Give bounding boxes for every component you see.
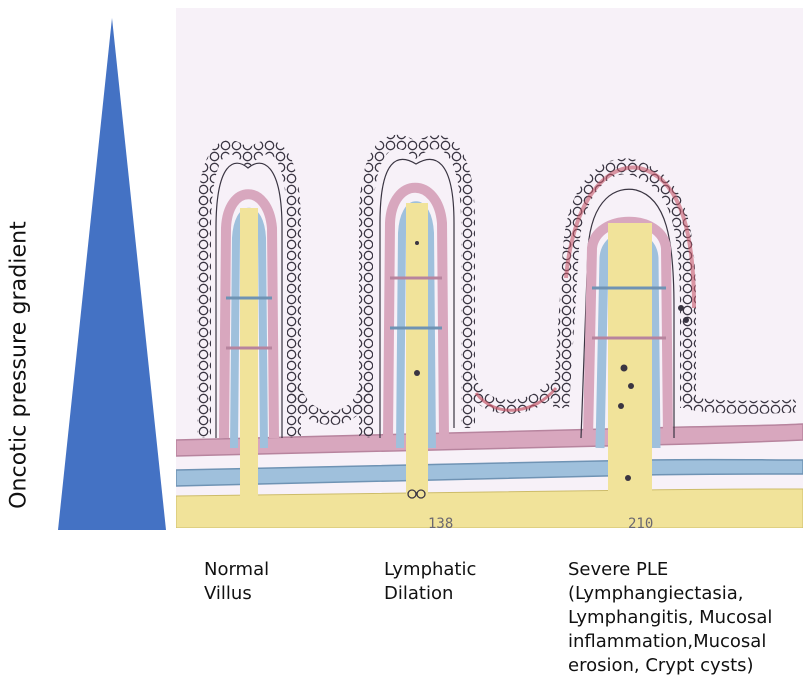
caption-severe-ple: Severe PLE (Lymphangiectasia, Lymphangit…	[568, 558, 772, 678]
oncotic-gradient-triangle	[58, 18, 166, 530]
gradient-triangle-shape	[58, 18, 166, 530]
caption-line: erosion, Crypt cysts)	[568, 654, 772, 678]
caption-line: (Lymphangiectasia,	[568, 582, 772, 606]
caption-normal-villus: Normal Villus	[204, 558, 269, 606]
lacteal-base-band	[176, 489, 803, 528]
villus-normal-lacteal	[240, 208, 258, 508]
gradient-axis-label: Oncotic pressure gradient	[7, 221, 32, 509]
villus-severe-lacteal	[608, 223, 652, 513]
caption-line: Lymphangitis, Mucosal	[568, 606, 772, 630]
caption-line: Dilation	[384, 582, 476, 606]
caption-lymphatic-dilation: Lymphatic Dilation	[384, 558, 476, 606]
trailing-epithelium	[688, 403, 796, 407]
villi-drawing: 138 210	[176, 8, 803, 528]
handwritten-mark-2: 210	[628, 516, 653, 528]
caption-line: Lymphatic	[384, 558, 476, 582]
caption-line: Normal	[204, 558, 269, 582]
handwritten-mark-1: 138	[428, 516, 453, 528]
villus-dilation-lacteal	[406, 203, 428, 513]
caption-line: Villus	[204, 582, 269, 606]
caption-line: Severe PLE	[568, 558, 772, 582]
caption-line: inflammation,Mucosal	[568, 630, 772, 654]
